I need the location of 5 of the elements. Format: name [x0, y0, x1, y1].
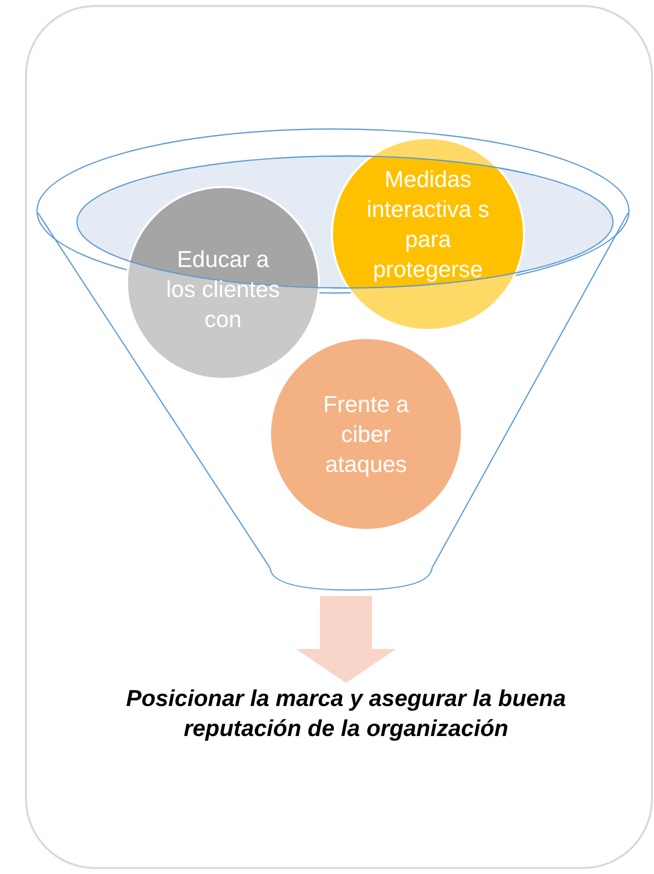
circle-label: Frente a ciber ataques: [322, 390, 410, 479]
circle-label: Medidas interactiva s para protegerse: [366, 165, 490, 284]
outcome-text: Posicionar la marca y asegurar la buena reputación de la organización: [125, 684, 567, 743]
panel-background: [25, 5, 653, 869]
block-arrow: [296, 596, 396, 683]
